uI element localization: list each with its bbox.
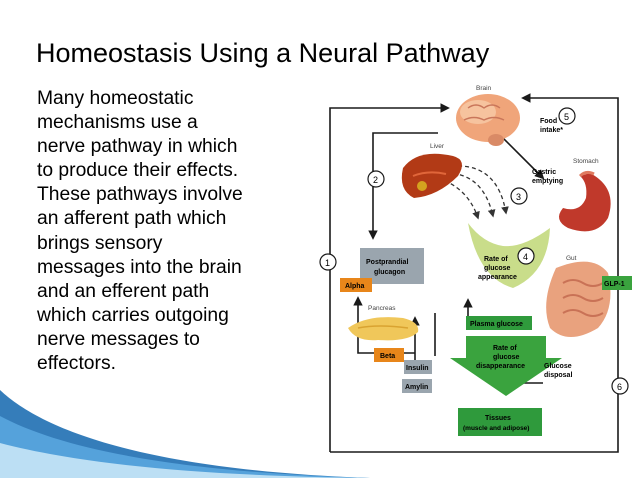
glucagon-label: glucagon <box>374 269 405 276</box>
amylin-label: Amylin <box>405 384 428 391</box>
tissues-box <box>458 408 542 436</box>
liver-label: Liver <box>430 143 445 150</box>
food-intake-label: Food <box>540 118 557 125</box>
brain-illustration <box>456 94 520 146</box>
postprandial-label: Postprandial <box>366 259 408 266</box>
pancreas-label: Pancreas <box>368 305 396 312</box>
body-line: an afferent path which <box>37 208 227 230</box>
disappearance-label: Rate of <box>493 345 517 352</box>
step-5-label: 5 <box>564 112 569 122</box>
body-line: These pathways involve <box>37 184 243 206</box>
tissues-label-2: (muscle and adipose) <box>463 425 529 432</box>
beta-label: Beta <box>380 353 395 360</box>
tissues-label: Tissues <box>485 415 511 422</box>
homeostasis-diagram: Brain Liver Stomach Gut Pancreas Food in… <box>319 85 632 453</box>
pancreas-illustration <box>348 317 419 341</box>
alpha-box <box>340 278 372 292</box>
alpha-label: Alpha <box>345 283 365 290</box>
glucose-disposal-label-2: disposal <box>544 372 572 379</box>
disappearance-label-2: glucose <box>493 354 520 361</box>
brain-label: Brain <box>476 85 492 92</box>
body-line: Many homeostatic <box>37 88 194 109</box>
food-intake-label-2: intake* <box>540 127 563 134</box>
body-line: mechanisms use a <box>37 112 198 134</box>
step-6-label: 6 <box>617 382 622 392</box>
step-2-label: 2 <box>373 175 378 185</box>
disappearance-label-3: disappearance <box>476 363 525 370</box>
body-line: to produce their effects. <box>37 160 239 182</box>
appearance-label: Rate of <box>484 256 508 263</box>
appearance-label-3: appearance <box>478 274 517 281</box>
liver-illustration <box>401 153 462 198</box>
plasma-glucose-label: Plasma glucose <box>470 321 523 328</box>
glp1-label: GLP-1 <box>604 281 625 288</box>
appearance-label-2: glucose <box>484 265 511 272</box>
glp1-box <box>602 276 632 290</box>
gastric-emptying-label-2: emptying <box>532 178 563 185</box>
disappearance-arrow <box>450 336 562 396</box>
body-line: and an efferent path <box>37 280 210 302</box>
stomach-label: Stomach <box>573 158 599 165</box>
decorative-swoosh <box>0 390 370 478</box>
insulin-label: Insulin <box>406 365 429 372</box>
gut-illustration <box>546 261 611 337</box>
body-text: Many homeostatic mechanisms use a nerve … <box>37 87 305 376</box>
gastric-emptying-label: Gastric <box>532 169 556 176</box>
slide-title: Homeostasis Using a Neural Pathway <box>36 38 490 68</box>
beta-box <box>374 348 404 362</box>
insulin-box <box>404 360 432 374</box>
appearance-funnel <box>468 223 550 288</box>
plasma-glucose-box <box>466 316 532 330</box>
dashed-arrows <box>437 165 509 220</box>
amylin-box <box>402 379 432 393</box>
body-line: messages into the brain <box>37 256 242 278</box>
body-line: nerve messages to <box>37 328 200 350</box>
glucose-disposal-label: Glucose <box>544 363 572 370</box>
body-line: brings sensory <box>37 232 163 254</box>
step-1-label: 1 <box>325 258 330 268</box>
body-line: nerve pathway in which <box>37 136 238 158</box>
step-circles <box>319 107 629 395</box>
stomach-illustration <box>559 170 611 232</box>
body-line: effectors. <box>37 353 116 375</box>
step-4-label: 4 <box>523 252 528 262</box>
body-line: which carries outgoing <box>37 304 229 326</box>
gut-label: Gut <box>566 255 577 262</box>
step-3-label: 3 <box>516 192 521 202</box>
